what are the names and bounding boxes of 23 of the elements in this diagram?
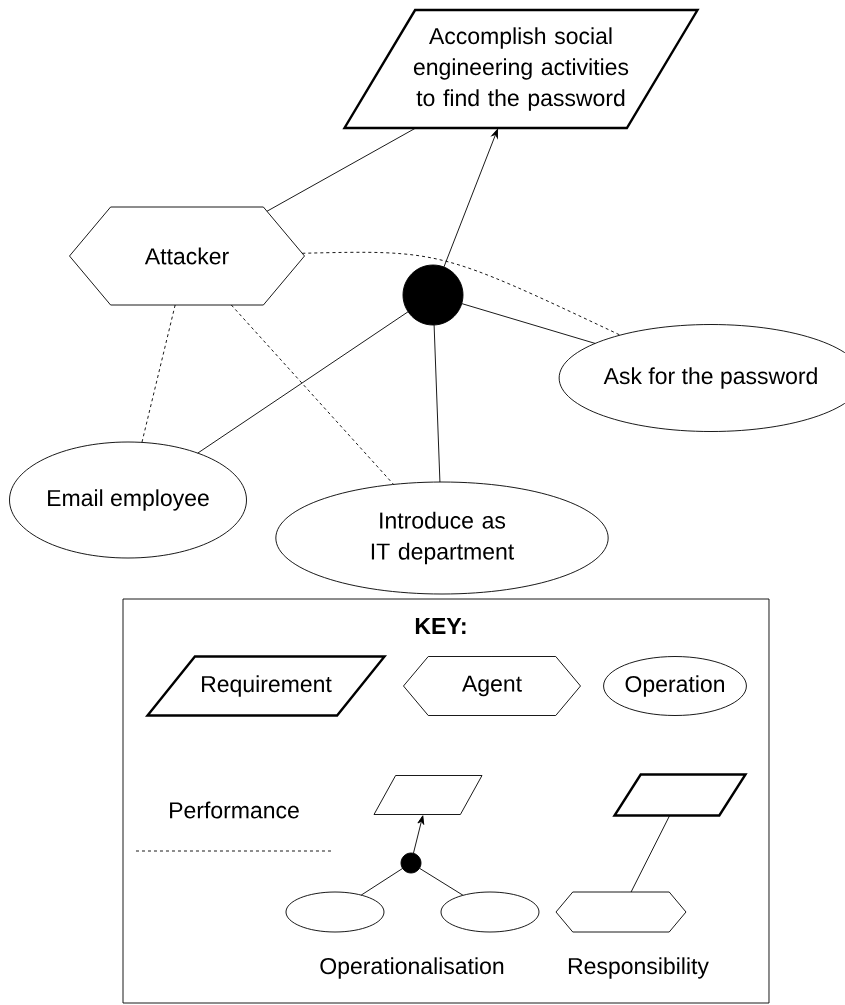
connector-line [141,304,176,443]
connector-line [419,867,464,896]
junction-dot [402,264,464,326]
requirement-parallelogram [373,775,483,815]
agent-hexagon: Attacker [69,206,305,306]
connector-line [413,815,425,854]
legend-label: Performance [170,801,299,819]
connector-line [433,324,441,483]
connector-line [360,867,404,896]
connector-line [230,304,394,485]
agent-hexagon [555,891,687,933]
operation-ellipse [440,891,540,933]
caption-text: Operationalisation [320,957,504,979]
caption-text: Responsibility [568,957,709,979]
connector-line [461,303,596,344]
connector-line [266,127,417,212]
connector-line [630,815,671,893]
connector-line [301,251,621,336]
connector-line [443,128,499,268]
connector-line [197,311,409,454]
agent-hexagon: Agent [403,656,581,716]
junction-dot [400,852,422,874]
operation-ellipse [285,891,385,933]
